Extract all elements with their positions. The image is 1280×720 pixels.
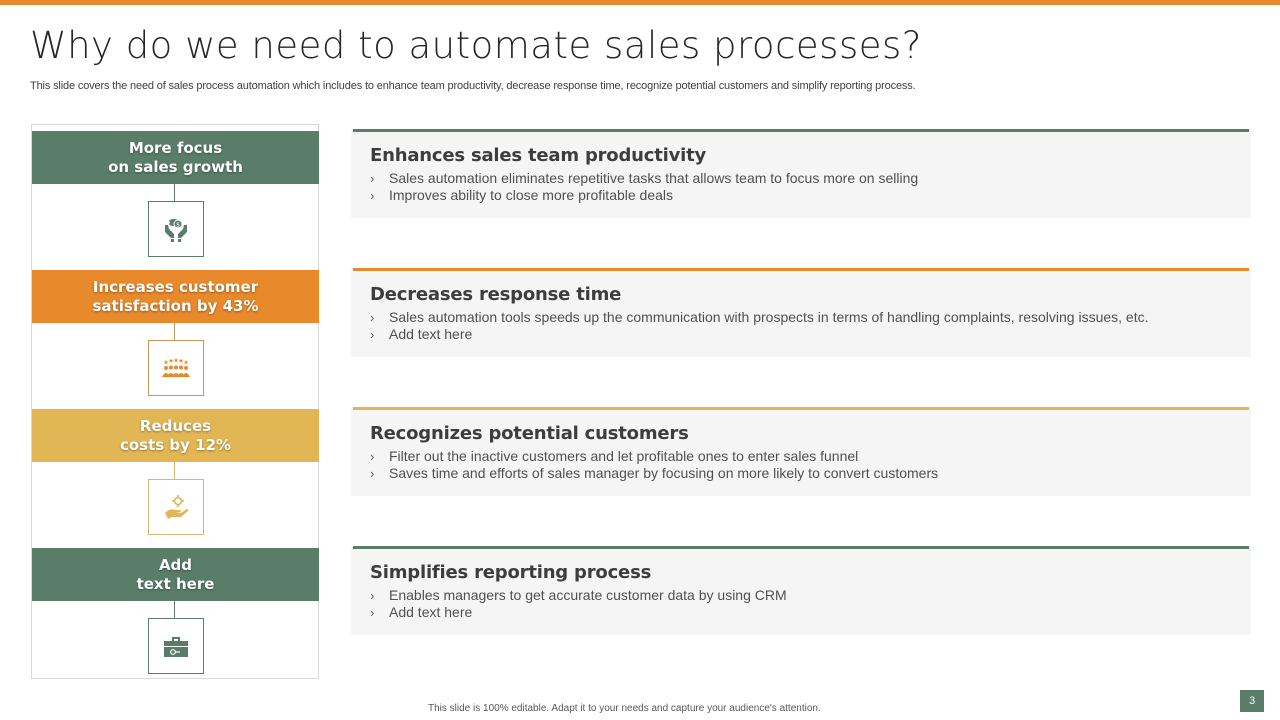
money-hands-icon: $ — [165, 219, 187, 242]
bullet-list: ›Filter out the inactive customers and l… — [370, 448, 938, 482]
connector-line — [174, 601, 175, 618]
icon-box: $ — [148, 201, 204, 257]
connector-line — [174, 184, 175, 201]
card-accent-bar — [353, 407, 1249, 410]
svg-text:$: $ — [176, 222, 180, 229]
stage-customer-satisfaction: Increases customer satisfaction by 43% — [32, 264, 319, 403]
card-title: Recognizes potential customers — [370, 423, 689, 444]
bullet-item: ›Sales automation eliminates repetitive … — [370, 170, 919, 186]
card-title: Decreases response time — [370, 284, 622, 305]
bullet-item: ›Improves ability to close more profitab… — [370, 187, 674, 203]
card-accent-bar — [353, 546, 1249, 549]
card-title: Simplifies reporting process — [370, 562, 652, 583]
bullet-item: ›Sales automation tools speeds up the co… — [370, 309, 1149, 325]
icon-box — [148, 618, 204, 674]
bullet-item: ›Saves time and efforts of sales manager… — [370, 465, 939, 481]
bullet-item: ›Add text here — [370, 326, 473, 342]
toolbox-icon — [164, 637, 188, 657]
icon-box — [148, 479, 204, 535]
card-reporting: Simplifies reporting process ›Enables ma… — [351, 546, 1251, 635]
bullet-item: ›Filter out the inactive customers and l… — [370, 448, 859, 464]
stage-sales-growth: More focus on sales growth $ — [32, 125, 319, 264]
stage-label: Increases customer satisfaction by 43% — [32, 270, 319, 323]
card-accent-bar — [353, 268, 1249, 271]
bullet-item: ›Enables managers to get accurate custom… — [370, 587, 787, 603]
slide-subtitle: This slide covers the need of sales proc… — [30, 80, 916, 92]
top-accent-bar — [0, 0, 1280, 5]
card-response-time: Decreases response time ›Sales automatio… — [351, 268, 1251, 357]
chevron-right-icon: › — [370, 588, 375, 603]
card-productivity: Enhances sales team productivity ›Sales … — [351, 129, 1251, 218]
stage-label: Add text here — [32, 548, 319, 601]
chevron-right-icon: › — [370, 188, 375, 203]
icon-box — [148, 340, 204, 396]
connector-line — [174, 323, 175, 340]
stage-add-text: Add text here — [32, 542, 319, 681]
page-number: 3 — [1240, 690, 1264, 712]
chevron-right-icon: › — [370, 310, 375, 325]
chevron-right-icon: › — [370, 171, 375, 186]
benefits-column: More focus on sales growth $ Increases c… — [31, 124, 319, 679]
hand-gear-icon — [165, 495, 189, 519]
connector-line — [174, 462, 175, 479]
customer-rating-icon — [162, 358, 190, 377]
bullet-item: ›Add text here — [370, 604, 473, 620]
bullet-list: ›Enables managers to get accurate custom… — [370, 587, 787, 621]
chevron-right-icon: › — [370, 466, 375, 481]
slide-title: Why do we need to automate sales process… — [30, 24, 922, 67]
stage-label: Reduces costs by 12% — [32, 409, 319, 462]
chevron-right-icon: › — [370, 327, 375, 342]
bullet-list: ›Sales automation eliminates repetitive … — [370, 170, 918, 204]
stage-label: More focus on sales growth — [32, 131, 319, 184]
chevron-right-icon: › — [370, 449, 375, 464]
card-potential-customers: Recognizes potential customers ›Filter o… — [351, 407, 1251, 496]
footer-note: This slide is 100% editable. Adapt it to… — [428, 703, 821, 714]
chevron-right-icon: › — [370, 605, 375, 620]
bullet-list: ›Sales automation tools speeds up the co… — [370, 309, 1149, 343]
card-accent-bar — [353, 129, 1249, 132]
card-title: Enhances sales team productivity — [370, 145, 707, 166]
stage-reduce-costs: Reduces costs by 12% — [32, 403, 319, 542]
